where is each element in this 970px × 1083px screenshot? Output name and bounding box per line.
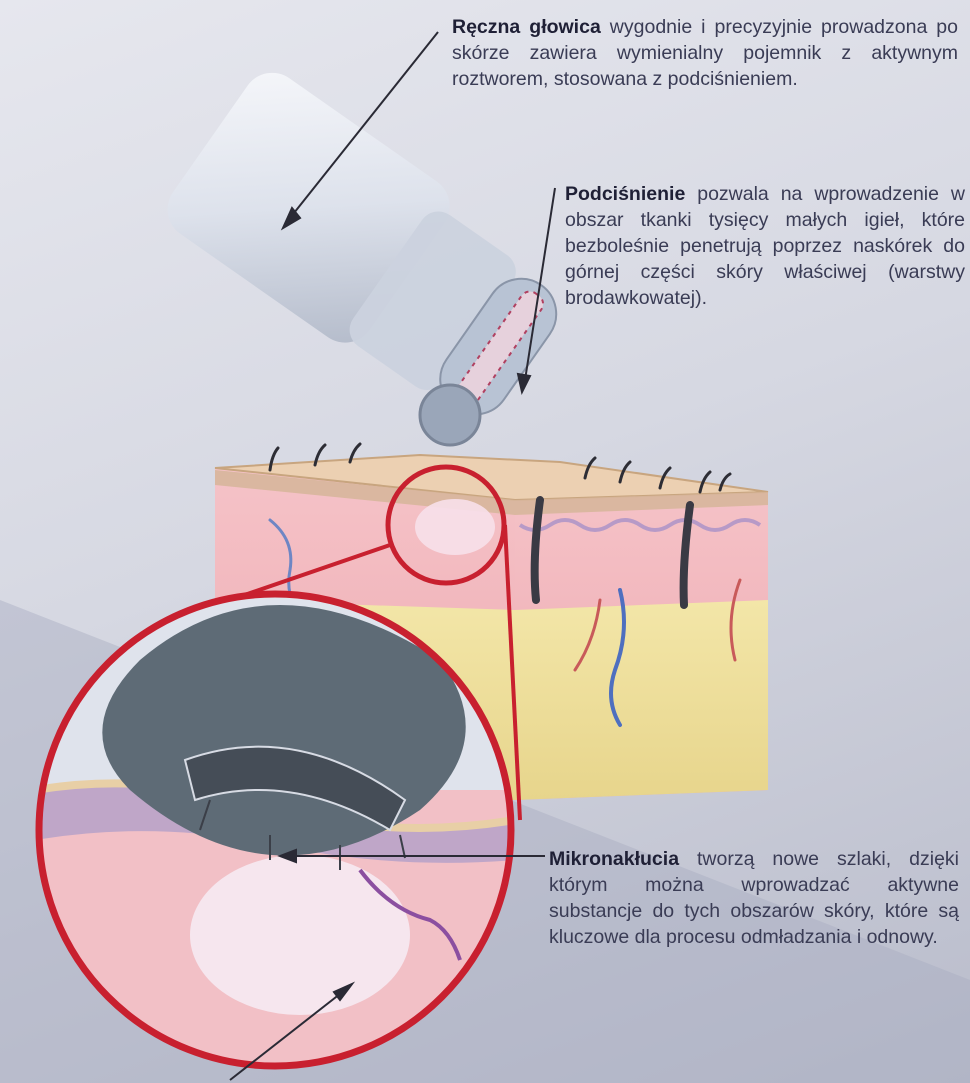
- microneedling-term: Mikronakłucia: [549, 848, 679, 870]
- microneedling-callout: Mikronakłucia tworzą nowe szlaki, dzięki…: [549, 846, 959, 950]
- handpiece-callout: Ręczna głowica wygodnie i precyzyjnie pr…: [452, 14, 958, 92]
- vacuum-term: Podciśnienie: [565, 183, 685, 205]
- handpiece-nozzle: [420, 385, 480, 445]
- magnified-treated-zone: [190, 855, 410, 1015]
- handpiece-term: Ręczna głowica: [452, 16, 601, 38]
- treated-area: [415, 499, 495, 555]
- vacuum-callout: Podciśnienie pozwala na wprowadzenie w o…: [565, 181, 965, 311]
